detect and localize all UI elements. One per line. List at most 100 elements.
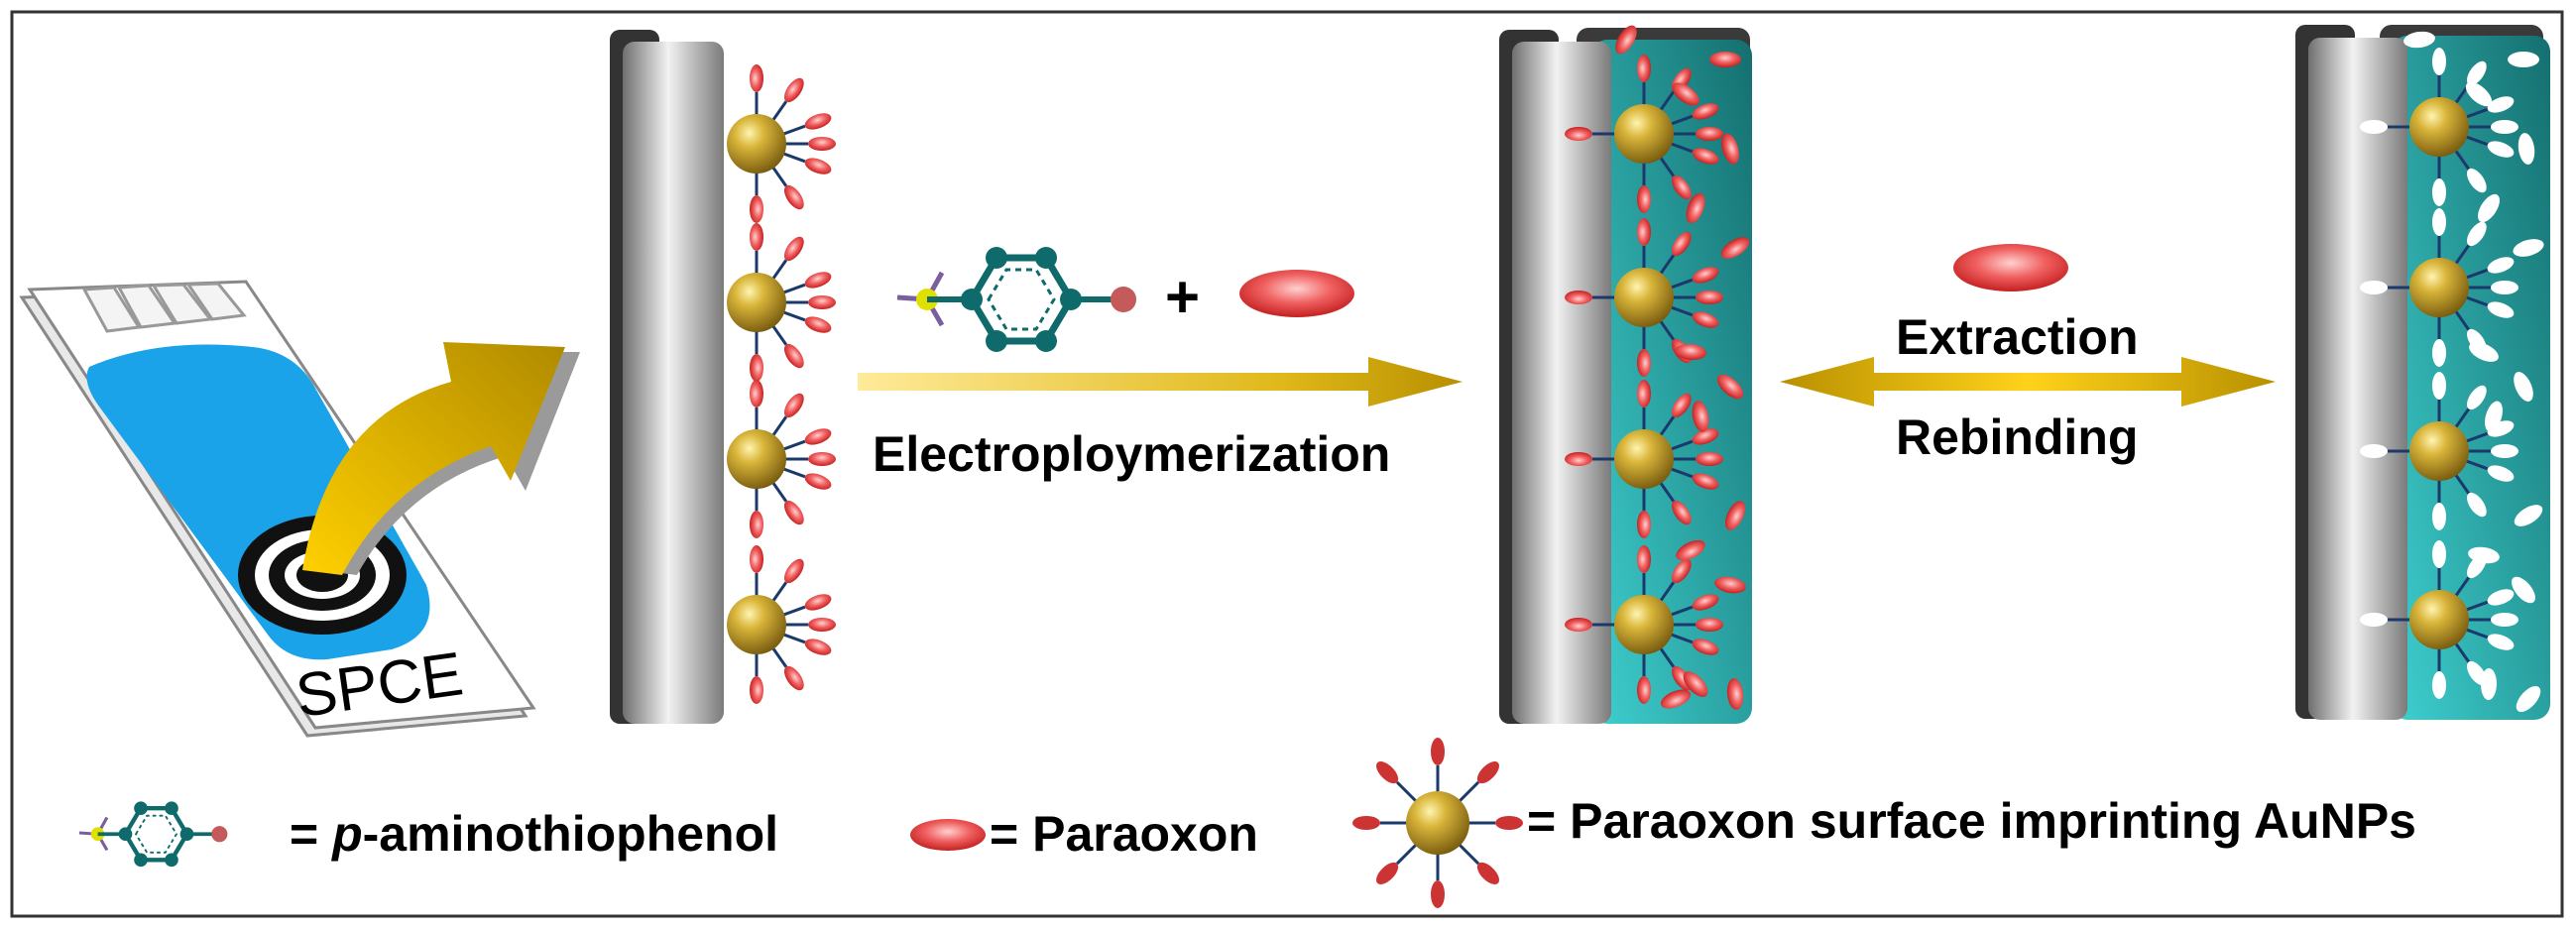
paraoxon-mark — [750, 223, 763, 251]
imprinted-polymer-layer — [1591, 40, 1752, 724]
paraoxon-mark — [2491, 281, 2518, 294]
paraoxon-mark — [1660, 689, 1692, 709]
paraoxon-mark — [1692, 103, 1719, 120]
paraoxon-mark — [1565, 452, 1592, 466]
electropolymerization-label: Electroploymerization — [873, 426, 1390, 482]
legend-paraoxon-text: = Paraoxon — [990, 806, 1258, 862]
paraoxon-mark — [1714, 576, 1746, 594]
paraoxon-mark — [1676, 539, 1705, 561]
electrode-stage2 — [1499, 25, 1752, 724]
paraoxon-mark — [783, 665, 804, 691]
paraoxon-mark — [1671, 231, 1692, 257]
paraoxon-mark — [1709, 52, 1741, 67]
cavity-mark — [2516, 685, 2541, 713]
paraoxon-mark — [750, 676, 763, 704]
embedded-nanoparticles — [1565, 55, 1723, 704]
gold-nanoparticle — [2409, 421, 2469, 481]
aunp-template — [727, 545, 836, 704]
paraoxon-rebinding — [1953, 244, 2068, 291]
electrode-rod — [1512, 42, 1611, 724]
paraoxon-mark — [2432, 671, 2446, 699]
paraoxon-mark — [1637, 676, 1651, 704]
template-nanoparticles — [727, 64, 836, 704]
paraoxon-mark — [2487, 634, 2515, 650]
cavity-mark — [2469, 342, 2499, 362]
extraction-rebinding-step — [1780, 244, 2276, 407]
gold-nanoparticle — [727, 429, 786, 489]
gold-nanoparticle — [1614, 104, 1674, 164]
paraoxon-mark — [1352, 816, 1380, 830]
legend: = p-aminothiophenol = Paraoxon = Paraoxo… — [78, 738, 2416, 908]
gold-nanoparticle — [1614, 268, 1674, 327]
paraoxon-mark — [2487, 589, 2515, 606]
paraoxon-mark — [1671, 558, 1692, 584]
paraoxon-mark — [804, 272, 832, 289]
paraoxon-mark — [1431, 738, 1445, 765]
paraoxon-mark — [808, 137, 836, 151]
cavity-mark — [2513, 239, 2544, 257]
cavity-mark — [2514, 505, 2543, 526]
paraoxon-mark — [2491, 120, 2518, 134]
paraoxon-mark — [804, 113, 832, 130]
aunp-imprinted — [1565, 218, 1723, 377]
paraoxon-mark — [1721, 133, 1739, 165]
paraoxon-mark — [1615, 25, 1637, 55]
paraoxon-mark — [750, 511, 763, 538]
paraoxon-mark — [2487, 141, 2515, 158]
paraoxon-mark — [1671, 393, 1692, 418]
paraoxon-mark — [750, 380, 763, 407]
gold-nanoparticle — [1614, 595, 1674, 654]
paraoxon-mark — [2360, 444, 2388, 458]
cavity-mark — [2512, 576, 2535, 604]
paraoxon-mark — [2466, 60, 2487, 86]
paraoxon-mark — [804, 639, 832, 655]
paraoxon-mark — [1686, 192, 1705, 224]
paraoxon-mark — [1692, 148, 1719, 165]
aunp-imprinted — [1565, 380, 1723, 538]
paraoxon-mark — [808, 295, 836, 309]
legend-paraoxon-icon — [910, 819, 986, 851]
gold-nanoparticle — [1406, 791, 1469, 855]
aunp-cavity — [2360, 48, 2518, 206]
electrode-stage3 — [2295, 25, 2550, 720]
paraoxon-mark — [2466, 168, 2487, 193]
legend-aminothiophenol-text: = p-aminothiophenol — [290, 806, 778, 862]
imprinted-polymer-cavities — [2392, 36, 2550, 720]
extraction-label: Extraction — [1896, 309, 2139, 365]
paraoxon-mark — [1565, 618, 1592, 632]
gold-nanoparticle — [727, 273, 786, 332]
aunp-template — [727, 64, 836, 223]
paraoxon-mark — [1637, 185, 1651, 213]
paraoxon-mark — [1716, 374, 1744, 400]
gold-nanoparticle — [2409, 590, 2469, 649]
paraoxon-mark — [750, 545, 763, 573]
electrode-stage1 — [610, 30, 836, 724]
aminothiophenol-molecule — [896, 247, 1136, 352]
plus-sign: + — [1165, 264, 1200, 330]
paraoxon-mark — [1376, 761, 1399, 784]
paraoxon-mark — [1431, 880, 1445, 908]
paraoxon-mark — [783, 500, 804, 525]
paraoxon-mark — [1696, 127, 1723, 141]
paraoxon-mark — [1692, 639, 1719, 655]
paraoxon-mark — [2432, 372, 2446, 400]
embedded-paraoxon — [1615, 25, 1750, 710]
paraoxon-mark — [1671, 175, 1692, 200]
paraoxon-mark — [1476, 862, 1499, 884]
legend-aminothiophenol-icon — [78, 801, 228, 868]
paraoxon-mark — [2491, 444, 2518, 458]
paraoxon-mark — [804, 428, 832, 445]
paraoxon-mark — [2360, 613, 2388, 627]
paraoxon-mark — [1637, 380, 1651, 407]
paraoxon-mark — [1476, 761, 1499, 784]
electrode-rod — [2308, 38, 2407, 720]
paraoxon-mark — [1671, 500, 1692, 525]
paraoxon-mark — [804, 473, 832, 490]
cavity-mark — [2465, 81, 2493, 107]
paraoxon-mark — [2432, 48, 2446, 75]
gold-nanoparticle — [1614, 429, 1674, 489]
paraoxon-mark — [1637, 55, 1651, 82]
paraoxon-mark — [808, 618, 836, 632]
paraoxon-mark — [1637, 218, 1651, 246]
